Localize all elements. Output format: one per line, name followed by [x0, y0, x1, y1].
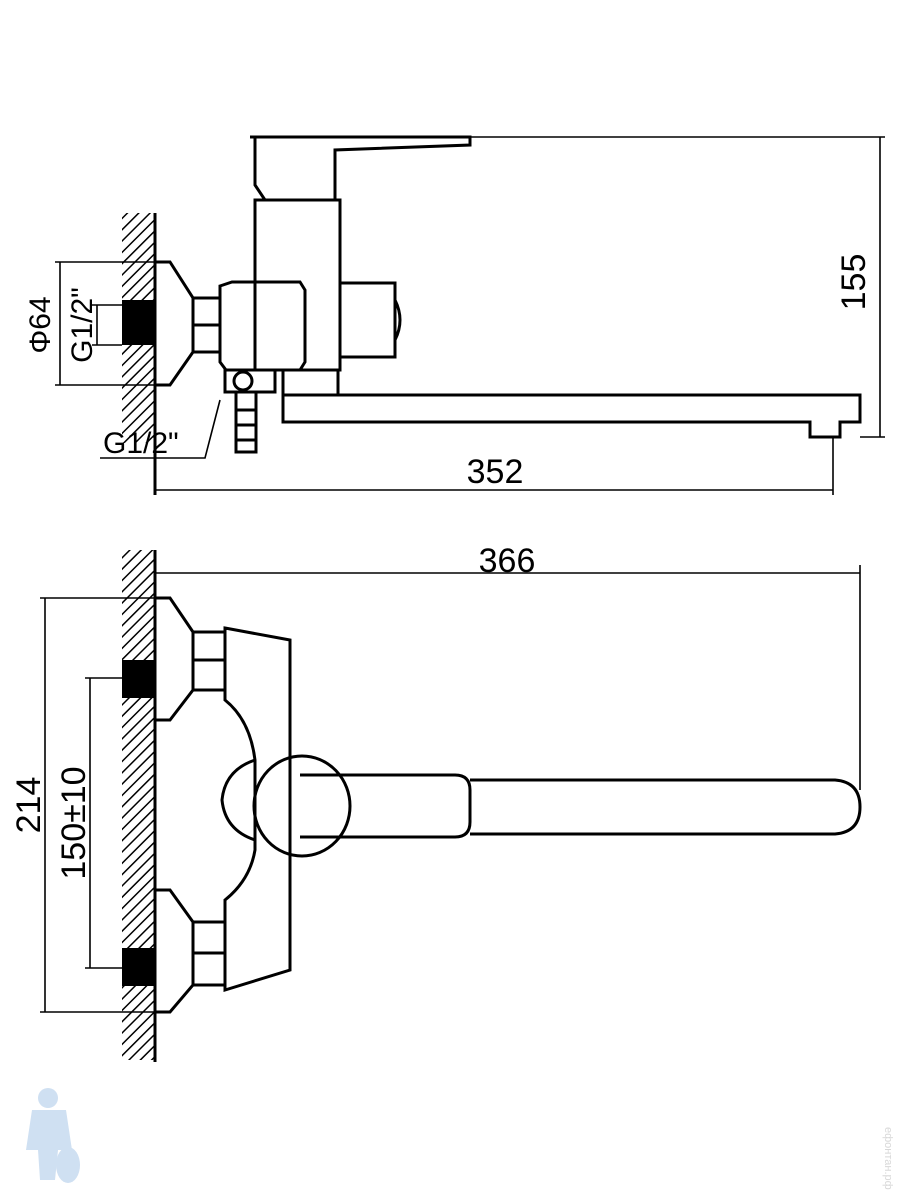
hose-connector — [234, 390, 258, 454]
spout — [281, 393, 862, 439]
dim-height-155: 155 — [835, 254, 873, 311]
lever-handle — [250, 135, 472, 202]
dim-inlet-spacing: 150±10 — [55, 766, 93, 879]
dim-inlet-thread: G1/2" — [66, 287, 99, 363]
dim-height-214: 214 — [10, 777, 48, 834]
watermark: ефонтан.рф — [882, 1127, 894, 1190]
lever-base — [300, 773, 472, 839]
flange — [153, 260, 195, 387]
top-view: 366 214 150±10 — [10, 542, 862, 1062]
side-view: 155 352 Φ64 G1/2" G1/2" — [24, 135, 885, 495]
dim-outlet-thread: G1/2" — [103, 427, 179, 460]
dim-length-352: 352 — [467, 453, 524, 491]
valve-body — [223, 626, 292, 993]
dim-length-366: 366 — [479, 542, 536, 580]
plumber-logo-icon — [26, 1088, 80, 1183]
dim-flange-diameter: Φ64 — [24, 296, 57, 353]
lever-arm — [470, 778, 862, 836]
body-column — [253, 198, 342, 372]
diverter — [218, 280, 307, 372]
inlet-pipe — [122, 300, 155, 345]
